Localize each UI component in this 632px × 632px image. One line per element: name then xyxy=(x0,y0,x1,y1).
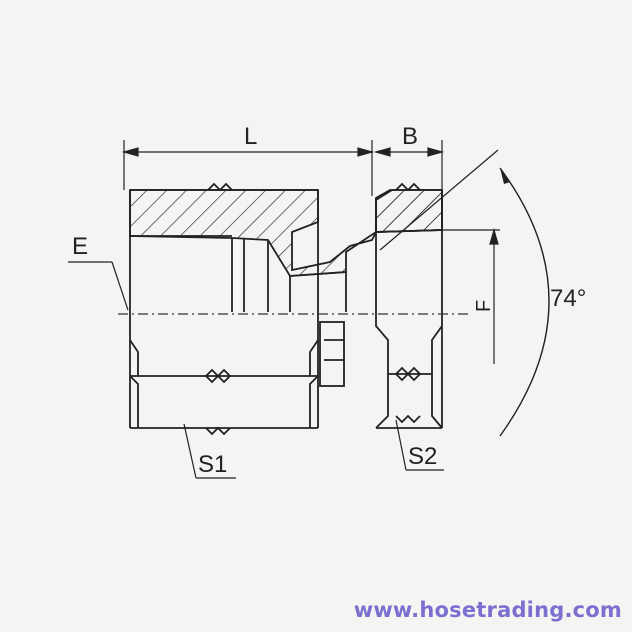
fitting-outline xyxy=(129,182,443,436)
hex-upper-left xyxy=(129,339,139,376)
label-S1: S1 xyxy=(198,451,227,478)
body-section-hatch xyxy=(129,189,443,277)
hex-thread-mark-2 xyxy=(205,374,231,384)
dim-B-arrow-right xyxy=(427,147,445,157)
neck-rect xyxy=(319,321,345,387)
dim-F-arrow-top xyxy=(489,227,499,245)
label-B: B xyxy=(402,123,418,150)
nut-thread-mark-2 xyxy=(395,372,421,382)
angle-ref-line xyxy=(379,149,499,251)
nut-bore-line xyxy=(375,229,443,233)
dim-B-arrow-left xyxy=(373,147,391,157)
label-F: F xyxy=(473,300,495,312)
dim-E-leader xyxy=(111,261,129,311)
bore-inner-line xyxy=(289,271,347,277)
nut-right-lower xyxy=(431,325,443,429)
dim-L-arrow-left xyxy=(121,147,139,157)
hex-left-chamfer xyxy=(129,375,139,428)
nut-left-lower xyxy=(375,312,389,429)
top-thread-mark xyxy=(207,182,233,192)
hex-thread-mark-3 xyxy=(205,426,231,436)
nut-top-thread-mark xyxy=(395,182,421,192)
label-angle: 74° xyxy=(550,285,586,312)
dimension-lines xyxy=(68,140,500,479)
hex-upper-right xyxy=(309,339,319,376)
dim-S2-leader xyxy=(395,419,407,471)
angle-arc-arrow xyxy=(500,168,510,184)
label-E: E xyxy=(72,233,88,260)
hex-right-chamfer xyxy=(309,375,319,428)
watermark-text: www.hosetrading.com xyxy=(353,598,622,622)
angle-arc xyxy=(499,167,550,437)
dim-S1-leader xyxy=(183,423,197,479)
nut-thread-mark-3 xyxy=(395,414,421,424)
dim-L-arrow-right xyxy=(357,147,375,157)
label-L: L xyxy=(244,123,257,150)
label-S2: S2 xyxy=(408,443,437,470)
